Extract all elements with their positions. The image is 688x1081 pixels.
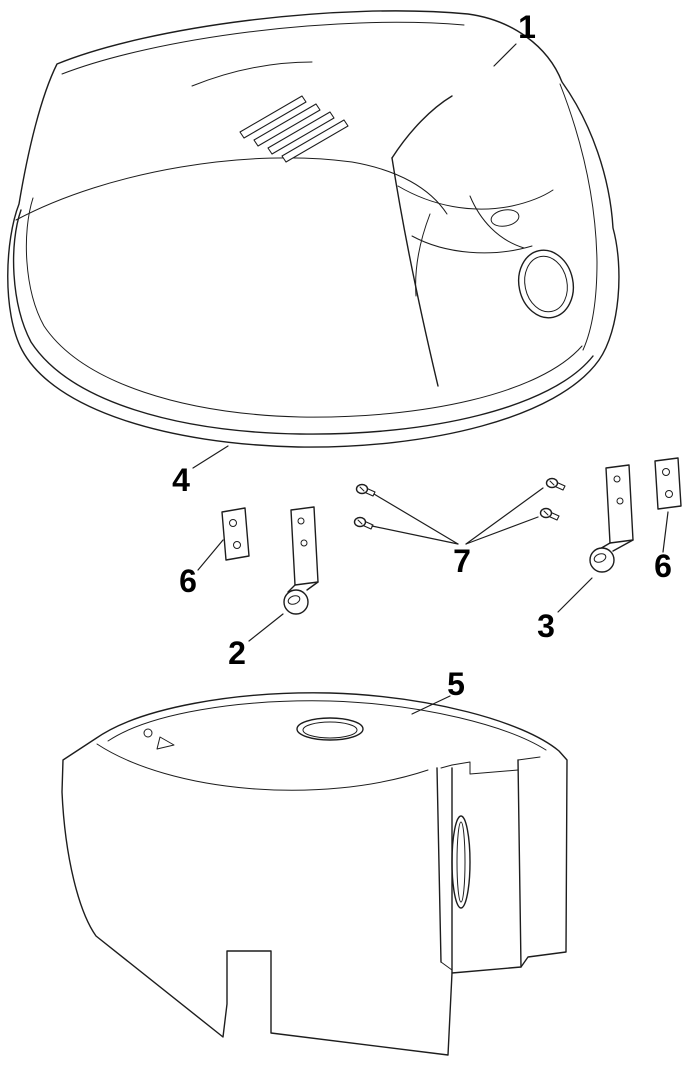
vent-slats xyxy=(191,61,349,163)
callout-label-7: 7 xyxy=(453,543,471,579)
screw xyxy=(539,507,560,521)
latch-bracket-right xyxy=(589,464,634,573)
callout-label-4: 4 xyxy=(172,462,190,498)
upper-cowl-emblem xyxy=(517,249,575,319)
upper-cowl-outline xyxy=(7,10,620,448)
screws-group xyxy=(353,477,566,530)
callout-label-3: 3 xyxy=(537,608,555,644)
leader-lines xyxy=(192,43,669,715)
leader-7d xyxy=(465,516,539,545)
upper-cowl-drawing xyxy=(7,10,620,448)
lower-cowl-right-panels xyxy=(436,756,541,974)
leader-4 xyxy=(192,445,229,469)
leader-7b xyxy=(371,525,459,545)
lower-cowl-opening xyxy=(296,717,364,741)
leader-7c xyxy=(465,487,544,545)
leader-5 xyxy=(411,695,451,715)
leader-6-left xyxy=(197,539,224,571)
callout-label-2: 2 xyxy=(228,635,246,671)
leader-2 xyxy=(248,613,284,642)
lower-cowl-drawing xyxy=(61,692,568,1056)
lower-cowl-outline xyxy=(61,692,568,1056)
leader-1 xyxy=(493,43,517,67)
latch-bracket-left xyxy=(283,506,319,615)
leader-7a xyxy=(373,493,459,545)
upper-cowl-rim xyxy=(12,209,594,435)
retainer-plate-left xyxy=(221,507,250,561)
leader-6-right xyxy=(662,511,669,553)
callout-label-6-left: 6 xyxy=(179,563,197,599)
callout-labels: 1 4 6 2 7 3 6 5 xyxy=(172,9,672,702)
screw xyxy=(545,477,566,491)
leader-3 xyxy=(557,577,593,613)
screw xyxy=(353,516,374,530)
callout-label-6-right: 6 xyxy=(654,548,672,584)
callout-label-1: 1 xyxy=(518,9,536,45)
screw xyxy=(355,483,376,497)
callout-label-5: 5 xyxy=(447,666,465,702)
retainer-plate-right xyxy=(654,457,682,510)
